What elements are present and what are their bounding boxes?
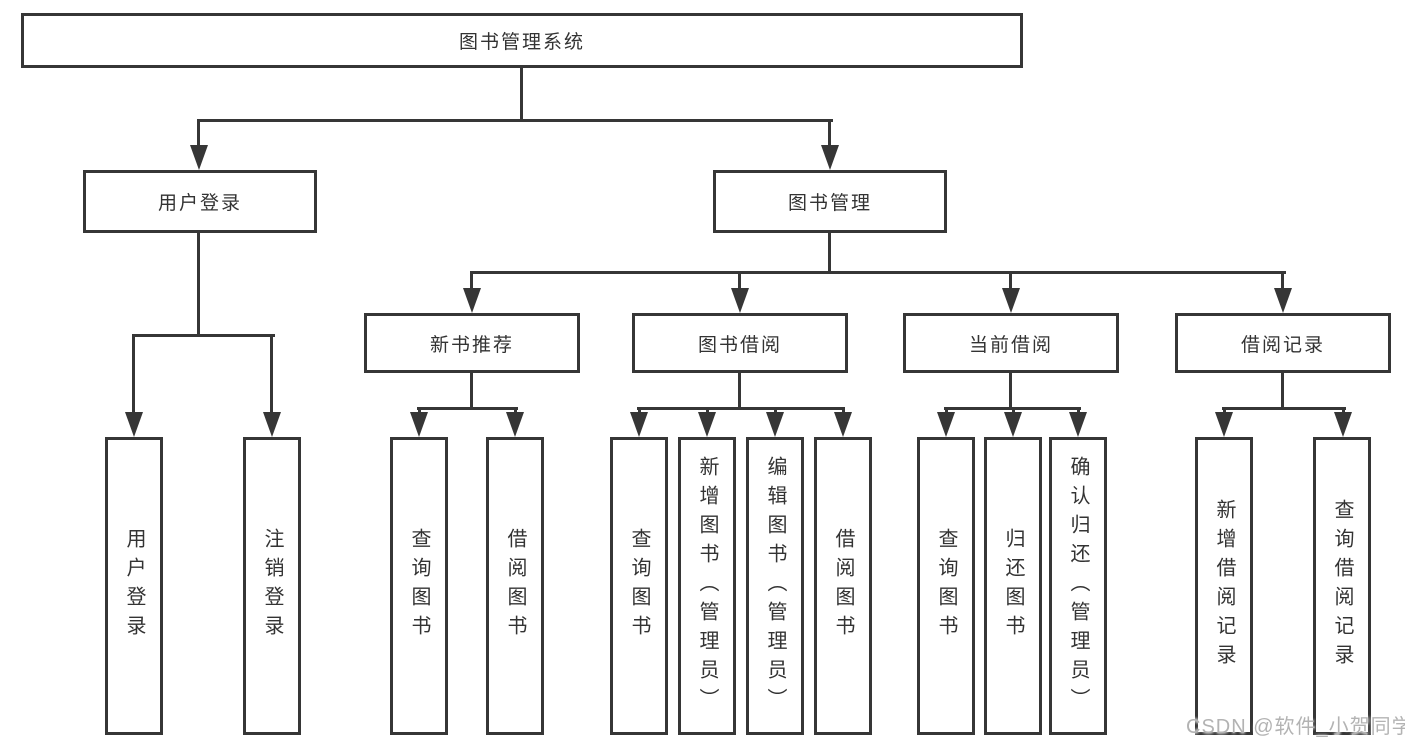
- connector-line: [1012, 407, 1015, 416]
- node-new-book-recommend: 新书推荐: [364, 313, 580, 373]
- arrowhead-down-icon: [1274, 288, 1292, 313]
- arrowhead-down-icon: [1004, 412, 1022, 437]
- connector-line: [1223, 407, 1226, 416]
- connector-line: [1342, 407, 1345, 416]
- connector-line: [774, 407, 777, 416]
- node-user-login: 用户登录: [83, 170, 317, 233]
- leaf-user-login: 用户登录: [105, 437, 163, 735]
- leaf-logout: 注销登录: [243, 437, 301, 735]
- connector-line: [197, 231, 200, 337]
- node-root-label: 图书管理系统: [458, 32, 585, 53]
- leaf-user-login-label: 用户登录: [123, 528, 145, 644]
- leaf-br-query-record: 查询借阅记录: [1313, 437, 1371, 735]
- watermark: CSDN @软件_小贺同学: [1186, 716, 1405, 738]
- leaf-cb-query-books: 查询图书: [917, 437, 975, 735]
- connector-line: [842, 407, 845, 416]
- arrowhead-down-icon: [1334, 412, 1352, 437]
- connector-line: [1281, 371, 1284, 409]
- connector-line: [470, 371, 473, 409]
- leaf-bb-borrow-books: 借阅图书: [814, 437, 872, 735]
- leaf-br-add-record-label: 新增借阅记录: [1213, 499, 1235, 673]
- connector-line: [197, 119, 200, 149]
- connector-line: [470, 271, 473, 291]
- connector-line: [1009, 371, 1012, 409]
- leaf-bb-edit-books-admin-label: 编辑图书（管理员）: [764, 455, 786, 717]
- node-borrow-records-label: 借阅记录: [1240, 334, 1325, 356]
- leaf-bb-borrow-books-label: 借阅图书: [832, 528, 854, 644]
- node-current-borrow: 当前借阅: [903, 313, 1119, 373]
- arrowhead-down-icon: [125, 412, 143, 437]
- connector-line: [637, 407, 845, 410]
- arrowhead-down-icon: [506, 412, 524, 437]
- connector-line: [1281, 271, 1284, 291]
- connector-line: [470, 271, 1286, 274]
- arrowhead-down-icon: [698, 412, 716, 437]
- arrowhead-down-icon: [1002, 288, 1020, 313]
- connector-line: [706, 407, 709, 416]
- leaf-br-query-record-label: 查询借阅记录: [1331, 499, 1353, 673]
- connector-line: [1222, 407, 1346, 410]
- leaf-bb-edit-books-admin: 编辑图书（管理员）: [746, 437, 804, 735]
- arrowhead-down-icon: [190, 145, 208, 170]
- connector-line: [520, 66, 523, 122]
- node-new-book-recommend-label: 新书推荐: [429, 334, 514, 356]
- leaf-cb-query-books-label: 查询图书: [935, 528, 957, 644]
- leaf-cb-confirm-return-admin-label: 确认归还（管理员）: [1067, 455, 1089, 717]
- connector-line: [417, 407, 518, 410]
- connector-line: [638, 407, 641, 416]
- arrowhead-down-icon: [410, 412, 428, 437]
- leaf-bb-add-books-admin: 新增图书（管理员）: [678, 437, 736, 735]
- leaf-cb-confirm-return-admin: 确认归还（管理员）: [1049, 437, 1107, 735]
- node-book-borrow: 图书借阅: [632, 313, 848, 373]
- node-user-login-label: 用户登录: [157, 193, 242, 214]
- connector-line: [418, 407, 421, 416]
- connector-line: [828, 231, 831, 274]
- arrowhead-down-icon: [821, 145, 839, 170]
- arrowhead-down-icon: [463, 288, 481, 313]
- leaf-cb-return-books: 归还图书: [984, 437, 1042, 735]
- connector-line: [132, 334, 135, 416]
- arrowhead-down-icon: [263, 412, 281, 437]
- leaf-nb-borrow-books-label: 借阅图书: [504, 528, 526, 644]
- connector-line: [738, 271, 741, 291]
- node-book-management-label: 图书管理: [787, 193, 872, 214]
- leaf-br-add-record: 新增借阅记录: [1195, 437, 1253, 735]
- connector-line: [270, 334, 273, 416]
- arrowhead-down-icon: [630, 412, 648, 437]
- connector-line: [197, 119, 833, 122]
- leaf-bb-query-books: 查询图书: [610, 437, 668, 735]
- leaf-bb-query-books-label: 查询图书: [628, 528, 650, 644]
- node-root: 图书管理系统: [21, 13, 1023, 68]
- node-book-management: 图书管理: [713, 170, 947, 233]
- node-borrow-records: 借阅记录: [1175, 313, 1391, 373]
- connector-line: [738, 371, 741, 409]
- leaf-logout-label: 注销登录: [261, 528, 283, 644]
- arrowhead-down-icon: [1215, 412, 1233, 437]
- arrowhead-down-icon: [1069, 412, 1087, 437]
- leaf-cb-return-books-label: 归还图书: [1002, 528, 1024, 644]
- connector-line: [828, 119, 831, 149]
- connector-line: [514, 407, 517, 416]
- node-current-borrow-label: 当前借阅: [968, 334, 1053, 356]
- connector-line: [945, 407, 948, 416]
- leaf-nb-query-books-label: 查询图书: [408, 528, 430, 644]
- node-book-borrow-label: 图书借阅: [697, 334, 782, 356]
- arrowhead-down-icon: [834, 412, 852, 437]
- leaf-bb-add-books-admin-label: 新增图书（管理员）: [696, 455, 718, 717]
- leaf-nb-query-books: 查询图书: [390, 437, 448, 735]
- connector-line: [1077, 407, 1080, 416]
- connector-line: [132, 334, 275, 337]
- arrowhead-down-icon: [766, 412, 784, 437]
- arrowhead-down-icon: [731, 288, 749, 313]
- connector-line: [1009, 271, 1012, 291]
- arrowhead-down-icon: [937, 412, 955, 437]
- leaf-nb-borrow-books: 借阅图书: [486, 437, 544, 735]
